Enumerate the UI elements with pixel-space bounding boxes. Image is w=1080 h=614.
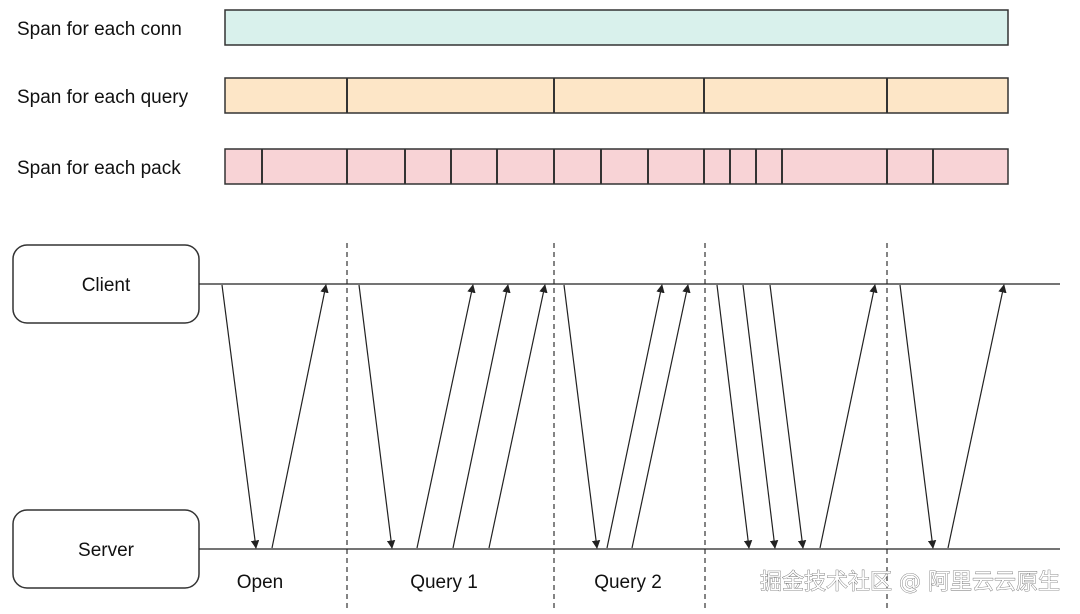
response-arrow [271, 284, 329, 549]
message-arrows [221, 284, 1007, 549]
request-arrow [899, 284, 937, 549]
response-arrow [819, 284, 878, 549]
request-arrow [563, 284, 601, 549]
client-label: Client [82, 275, 131, 296]
span-row-pack: Span for each pack [17, 148, 1009, 185]
span-dividers [261, 149, 934, 184]
server-label: Server [78, 540, 135, 561]
request-arrow [221, 284, 260, 549]
response-arrow [606, 284, 665, 549]
response-arrow [488, 284, 548, 549]
span-row-label: Span for each conn [17, 19, 182, 40]
request-arrow [358, 284, 396, 549]
watermark: 掘金技术社区 @ 阿里云云原生 [760, 570, 1060, 595]
phase-label-query-2: Query 2 [594, 572, 662, 593]
span-row-label: Span for each pack [17, 158, 181, 179]
client-node: Client [12, 244, 1060, 324]
span-row-query: Span for each query [17, 77, 1009, 114]
phase-separators [346, 243, 888, 608]
server-node: Server [12, 509, 1060, 589]
span-dividers [346, 78, 888, 113]
response-arrow [416, 284, 476, 549]
response-arrow [631, 284, 691, 549]
request-arrow [769, 284, 807, 549]
phase-label-open: Open [237, 572, 283, 593]
response-arrow [452, 284, 511, 549]
span-bar [224, 77, 1009, 114]
phase-label-query-1: Query 1 [410, 572, 478, 593]
span-bar [224, 148, 1009, 185]
request-arrow [742, 284, 779, 549]
span-row-label: Span for each query [17, 87, 189, 108]
response-arrow [947, 284, 1007, 549]
span-row-conn: Span for each conn [17, 9, 1009, 46]
phase-labels: Open Query 1 Query 2 [237, 572, 662, 593]
span-bar [224, 9, 1009, 46]
request-arrow [716, 284, 753, 549]
